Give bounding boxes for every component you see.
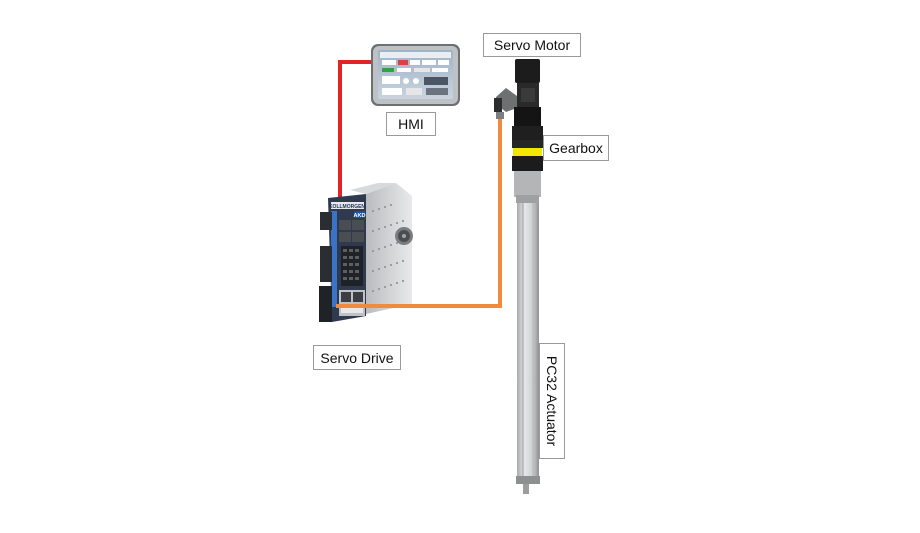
drive-brand-text: KOLLMORGEN: [329, 204, 365, 210]
servo-drive: KOLLMORGEN AKD: [319, 183, 413, 322]
hmi-cable: [338, 60, 375, 203]
servo-motor: [494, 59, 543, 140]
hmi-panel: [371, 44, 460, 106]
servo-drive-label-text: Servo Drive: [320, 349, 394, 366]
motor-feedback-cable: [336, 118, 502, 308]
pc32-actuator: [514, 171, 541, 494]
servo-motor-label: Servo Motor: [483, 33, 581, 57]
pc32-actuator-label-text: PC32 Actuator: [544, 355, 560, 447]
hmi-label: HMI: [386, 112, 436, 136]
servo-motor-label-text: Servo Motor: [493, 37, 571, 53]
pc32-actuator-label: PC32 Actuator: [539, 343, 565, 459]
gearbox-label: Gearbox: [543, 135, 609, 161]
gearbox-label-text: Gearbox: [549, 140, 603, 156]
drive-model-text: AKD: [354, 213, 366, 219]
servo-drive-label: Servo Drive: [313, 345, 401, 370]
gearbox: [512, 140, 543, 171]
hmi-label-text: HMI: [398, 116, 424, 132]
